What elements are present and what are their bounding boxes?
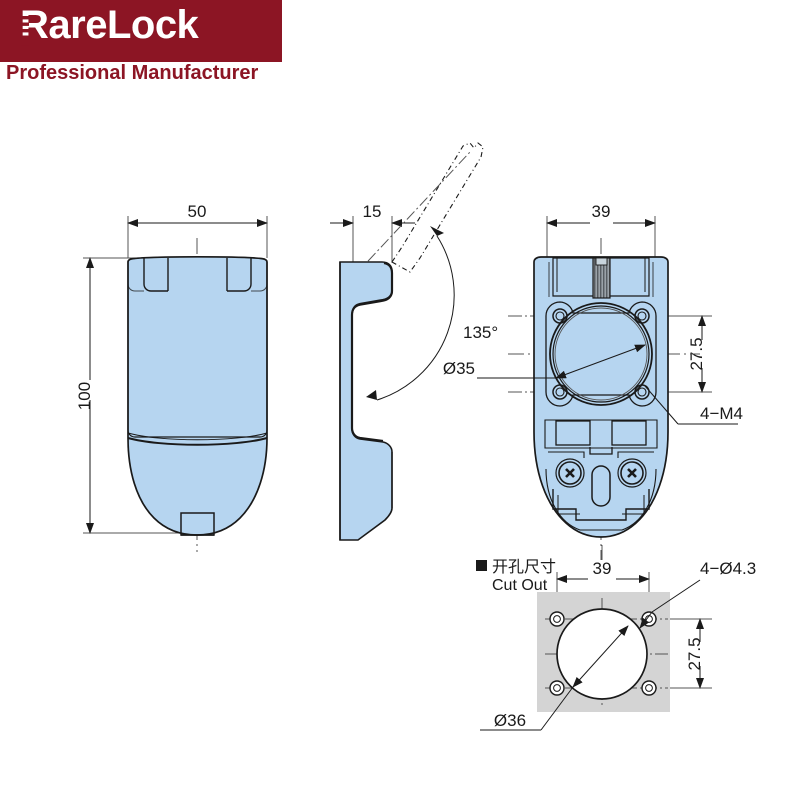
brand-logo: RareLock Professional Manufacturer [0,0,300,92]
cutout-title-en: Cut Out [492,577,548,594]
dimension-height-100: 100 [75,382,94,410]
dimension-39-top: 39 [592,202,611,221]
cutout-bore-36 [556,608,648,700]
dimension-39-cutout: 39 [593,559,612,578]
cutout-title-cn: 开孔尺寸 [492,558,556,576]
label-dia-36: Ø36 [494,711,526,730]
center-slot [591,465,611,507]
label-4-dia-4-3: 4−Ø4.3 [700,559,756,578]
cutout-view: 开孔尺寸 Cut Out 39 27.5 [476,545,756,731]
handle-open-phantom [354,142,484,276]
brand-name: RareLock [20,3,199,47]
dimension-27-5-cutout: 27.5 [685,637,704,670]
rear-body-outline [533,256,669,538]
brand-tagline: Professional Manufacturer [6,62,259,84]
side-view: 15 135° [330,142,498,541]
label-dia-35: Ø35 [443,359,475,378]
rear-view: 39 27.5 [443,202,743,560]
bullet-square-icon [476,560,487,571]
dimension-thickness-15: 15 [363,202,382,221]
label-4-m4: 4−M4 [700,404,743,423]
key-teeth-icon [21,16,29,46]
screw-left [555,458,585,488]
logo-background-bar [0,0,282,62]
screw-right [617,458,647,488]
dimension-angle-135: 135° [463,323,498,342]
front-body-outline [127,255,268,536]
dimension-width-50: 50 [188,202,207,221]
bore-35 [549,302,653,406]
front-view: 50 100 [75,202,268,552]
